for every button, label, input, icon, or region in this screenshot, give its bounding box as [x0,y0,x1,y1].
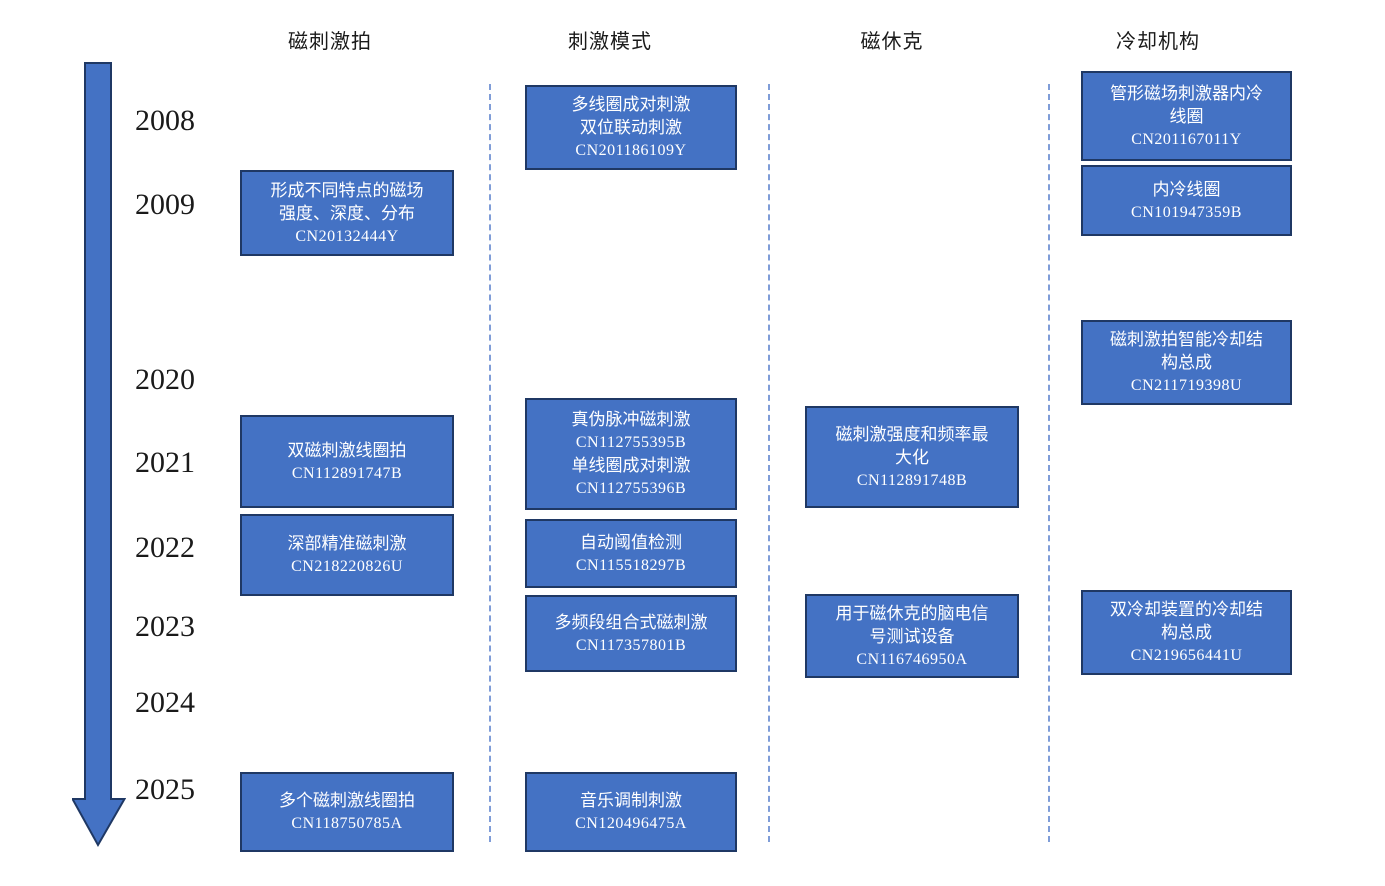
year-label-2020: 2020 [135,363,195,396]
column-divider-1 [489,84,491,842]
patent-title: 多频段组合式磁刺激 [554,612,708,632]
column-header-2: 刺激模式 [568,31,652,53]
patent-box-c4-2008: 管形磁场刺激器内冷 线圈 CN201167011Y [1081,71,1292,161]
patent-code: CN118750785A [291,815,403,832]
patent-box-c2-2008: 多线圈成对刺激 双位联动刺激 CN201186109Y [525,85,737,170]
patent-title: 多线圈成对刺激 [571,95,691,114]
patent-title: 构总成 [1161,623,1212,642]
patent-title: 构总成 [1161,353,1212,372]
patent-box-c1-2021: 双磁刺激线圈拍 CN112891747B [240,415,454,508]
patent-code: CN112755395B [575,434,687,451]
patent-box-c4-2009: 内冷线圈 CN101947359B [1081,165,1292,236]
patent-title: 双磁刺激线圈拍 [287,440,407,460]
column-header-1: 磁刺激拍 [288,31,372,53]
year-label-2021: 2021 [135,446,195,479]
year-label-2025: 2025 [135,773,195,806]
patent-code: CN112755396B [575,480,687,497]
patent-box-c1-2009: 形成不同特点的磁场 强度、深度、分布 CN20132444Y [240,170,454,256]
patent-box-c1-2025: 多个磁刺激线圈拍 CN118750785A [240,772,454,852]
patent-title: 多个磁刺激线圈拍 [279,791,415,810]
column-header-4: 冷却机构 [1116,31,1200,53]
patent-box-c2-2023: 多频段组合式磁刺激 CN117357801B [525,595,737,672]
patent-title: 用于磁休克的脑电信 [835,603,989,623]
patent-box-c2-2022: 自动阈值检测 CN115518297B [525,519,737,588]
patent-box-c3-2023: 用于磁休克的脑电信 号测试设备 CN116746950A [805,594,1019,678]
patent-title: 形成不同特点的磁场 [270,180,424,200]
year-label-2024: 2024 [135,686,195,719]
patent-box-c2-2021: 真伪脉冲磁刺激 CN112755395B 单线圈成对刺激 CN112755396… [525,398,737,510]
patent-title: 单线圈成对刺激 [571,456,691,475]
patent-title: 深部精准磁刺激 [287,534,407,553]
patent-code: CN211719398U [1130,377,1243,394]
patent-code: CN116746950A [856,650,968,668]
patent-title: 双位联动刺激 [580,118,682,137]
patent-box-c4-2020: 磁刺激拍智能冷却结 构总成 CN211719398U [1081,320,1292,405]
patent-title: 管形磁场刺激器内冷 [1110,83,1263,103]
year-label-2009: 2009 [135,188,195,221]
year-label-2008: 2008 [135,104,195,137]
patent-title: 大化 [895,447,929,467]
column-divider-2 [768,84,770,842]
patent-title: 强度、深度、分布 [279,203,415,223]
column-header-3: 磁休克 [860,31,924,53]
patent-code: CN117357801B [575,636,687,654]
patent-box-c2-2025: 音乐调制刺激 CN120496475A [525,772,737,852]
patent-title: 自动阈值检测 [580,532,682,552]
year-label-2022: 2022 [135,531,195,564]
patent-title: 号测试设备 [869,626,955,646]
patent-box-c1-2022: 深部精准磁刺激 CN218220826U [240,514,454,596]
patent-code: CN20132444Y [295,227,399,245]
patent-box-c3-2021: 磁刺激强度和频率最 大化 CN112891748B [805,406,1019,508]
patent-code: CN112891747B [291,464,403,482]
patent-code: CN218220826U [291,558,403,575]
patent-title: 磁刺激拍智能冷却结 [1110,330,1263,349]
patent-code: CN112891748B [856,471,968,489]
patent-title: 双冷却装置的冷却结 [1110,600,1263,619]
column-divider-3 [1048,84,1050,842]
down-arrow-icon [70,62,127,848]
patent-title: 线圈 [1169,106,1204,126]
patent-code: CN115518297B [575,556,687,574]
patent-code: CN201167011Y [1131,130,1242,148]
patent-title: 内冷线圈 [1152,179,1221,199]
patent-code: CN201186109Y [575,142,687,159]
timeline-arrow [70,62,127,848]
patent-title: 真伪脉冲磁刺激 [571,410,691,429]
patent-code: CN219656441U [1130,647,1243,664]
patent-code: CN120496475A [575,815,687,832]
patent-title: 音乐调制刺激 [580,791,682,810]
year-label-2023: 2023 [135,610,195,643]
patent-title: 磁刺激强度和频率最 [835,424,989,444]
patent-box-c4-2023: 双冷却装置的冷却结 构总成 CN219656441U [1081,590,1292,675]
patent-code: CN101947359B [1131,203,1242,221]
